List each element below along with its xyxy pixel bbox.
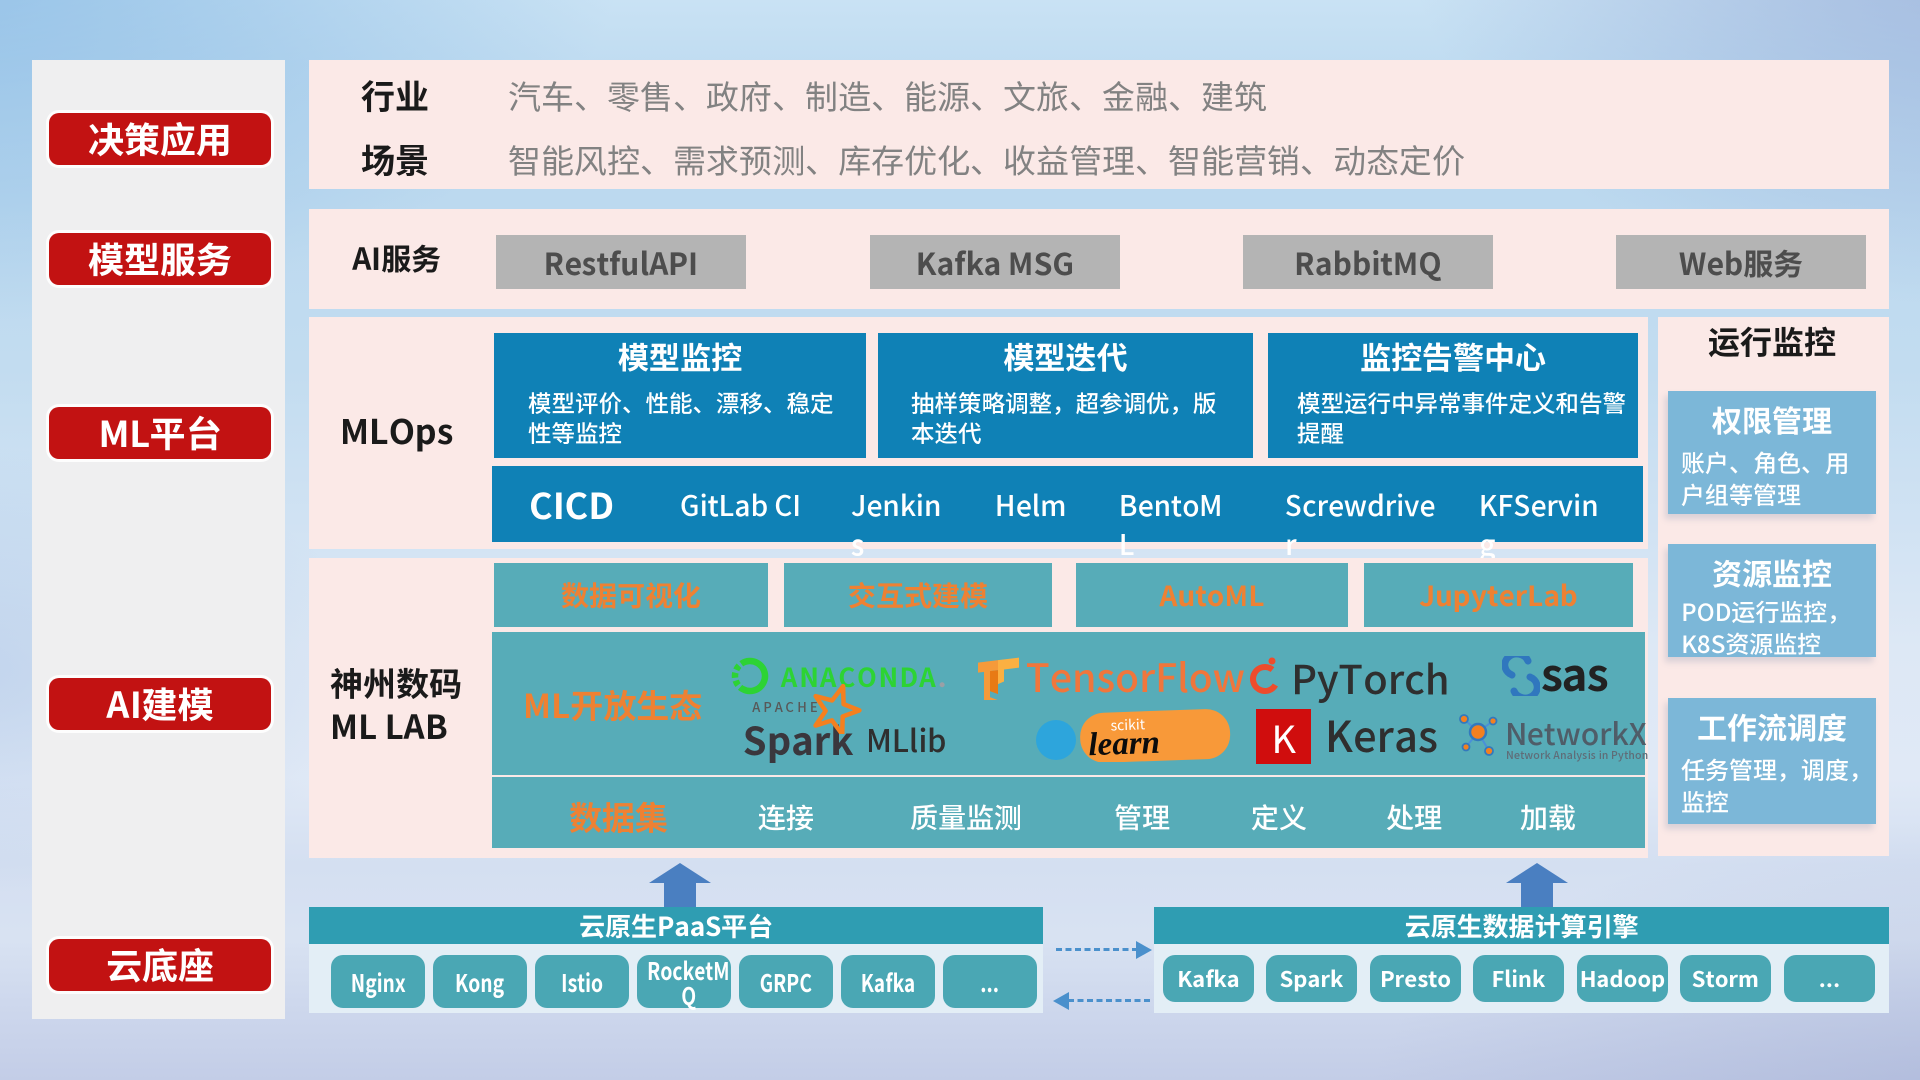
svg-text:scikit: scikit	[1110, 714, 1146, 735]
svg-text:learn: learn	[1088, 725, 1161, 762]
